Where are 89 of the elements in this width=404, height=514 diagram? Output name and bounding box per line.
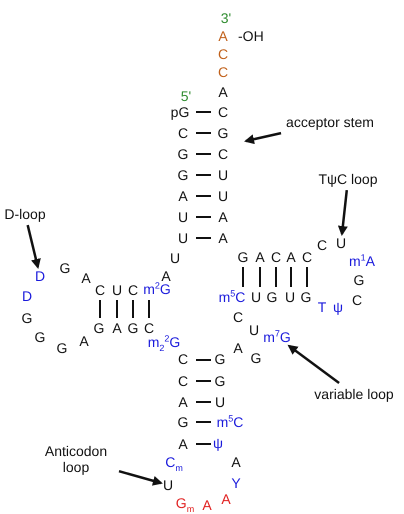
nucleotide-label: G: [128, 321, 138, 335]
nucleotide-label: A: [161, 269, 171, 283]
nucleotide-label: C: [316, 238, 328, 252]
nucleotide-label: A: [79, 334, 89, 348]
nucleotide-label: U: [248, 323, 260, 337]
nucleotide-label: A: [112, 321, 122, 335]
nucleotide-label: G: [22, 311, 32, 325]
leader-arrow: [338, 190, 348, 236]
nucleotide-label: A: [286, 250, 296, 264]
nucleotide-label: G: [60, 261, 70, 275]
nucleotide-label: D: [22, 289, 32, 303]
nucleotide-label: pG: [170, 105, 190, 119]
nucleotide-label: C: [128, 283, 138, 297]
nucleotide-label: T: [318, 300, 326, 314]
nucleotide-label: G: [214, 374, 226, 388]
leader-arrow: [288, 344, 340, 384]
nucleotide-label: A: [233, 341, 243, 355]
nucleotide-label: m$^{7}$G: [263, 330, 291, 344]
nucleotide-label: A: [178, 395, 188, 409]
nucleotide-label: U: [162, 478, 174, 492]
nucleotide-label: C: [302, 250, 312, 264]
nucleotide-label: U: [218, 168, 228, 182]
nucleotide-label: C: [232, 310, 244, 324]
nucleotide-label: G: [266, 290, 278, 304]
nucleotide-label: D: [34, 269, 46, 283]
nucleotide-label: G: [56, 341, 68, 355]
nucleotide-label: U: [336, 236, 346, 250]
nucleotide-label: A: [178, 189, 188, 203]
nucleotide-label: A: [218, 231, 228, 245]
callout-label: acceptor stem: [278, 114, 382, 130]
nucleotide-label: C: [178, 126, 188, 140]
nucleotide-label: C: [94, 283, 106, 297]
strand-end-label: 3': [220, 11, 232, 25]
nucleotide-label: A: [178, 437, 188, 451]
callout-label: Anticodon loop: [36, 443, 116, 476]
nucleotide-label: C: [178, 352, 188, 366]
callout-label: D-loop: [0, 206, 50, 222]
nucleotide-label: G: [34, 330, 46, 344]
hydroxyl-label: -OH: [238, 29, 264, 43]
strand-end-label: 5': [180, 89, 192, 103]
nucleotide-label: G: [214, 352, 226, 366]
nucleotide-label: C: [144, 321, 154, 335]
nucleotide-label: m$^{5}$C: [218, 290, 246, 304]
nucleotide-label: U: [284, 290, 296, 304]
nucleotide-label: C: [218, 47, 228, 61]
nucleotide-label: A: [202, 498, 212, 512]
nucleotide-label: C: [218, 147, 228, 161]
nucleotide-label: G: [178, 147, 188, 161]
nucleotide-label: G: [300, 290, 312, 304]
nucleotide-label: m$^{2}$G: [143, 282, 171, 296]
nucleotide-label: G: [178, 415, 188, 429]
nucleotide-label: G: [218, 126, 228, 140]
callout-label: TψC loop: [313, 171, 383, 188]
nucleotide-label: U: [178, 231, 188, 245]
nucleotide-label: ψ: [213, 436, 223, 450]
leader-arrow: [118, 470, 163, 486]
nucleotide-label: A: [81, 271, 91, 285]
nucleotide-label: A: [218, 85, 228, 99]
nucleotide-label: Y: [231, 476, 241, 490]
nucleotide-label: C: [178, 374, 188, 388]
callout-label: variable loop: [306, 386, 402, 402]
nucleotide-label: A: [231, 455, 241, 469]
nucleotide-label: U: [218, 189, 228, 203]
nucleotide-label: ψ: [333, 300, 343, 314]
nucleotide-label: G$_{m}$: [176, 496, 194, 510]
nucleotide-label: G: [178, 168, 188, 182]
nucleotide-label: m$^{5}$C: [216, 415, 244, 429]
nucleotide-label: U: [178, 210, 188, 224]
nucleotide-label: C: [352, 293, 362, 307]
nucleotide-label: G: [354, 273, 364, 287]
nucleotide-label: m$_{2}$$^{2}$G: [148, 335, 180, 349]
nucleotide-label: C: [218, 65, 228, 79]
nucleotide-label: U: [250, 290, 262, 304]
nucleotide-label: U: [170, 251, 180, 265]
leader-arrow: [26, 224, 41, 269]
leader-arrow: [244, 132, 282, 144]
nucleotide-label: G: [250, 351, 262, 365]
nucleotide-label: C$_{m}$: [165, 455, 183, 469]
nucleotide-label: A: [221, 492, 231, 506]
nucleotide-label: G: [238, 250, 248, 264]
nucleotide-label: m$^{1}$A: [348, 254, 376, 268]
nucleotide-label: C: [218, 105, 228, 119]
nucleotide-label: A: [255, 250, 265, 264]
nucleotide-label: U: [214, 395, 226, 409]
nucleotide-label: G: [94, 321, 104, 335]
nucleotide-label: A: [218, 210, 228, 224]
nucleotide-label: C: [270, 250, 282, 264]
nucleotide-label: U: [112, 283, 122, 297]
nucleotide-label: A: [218, 29, 228, 43]
